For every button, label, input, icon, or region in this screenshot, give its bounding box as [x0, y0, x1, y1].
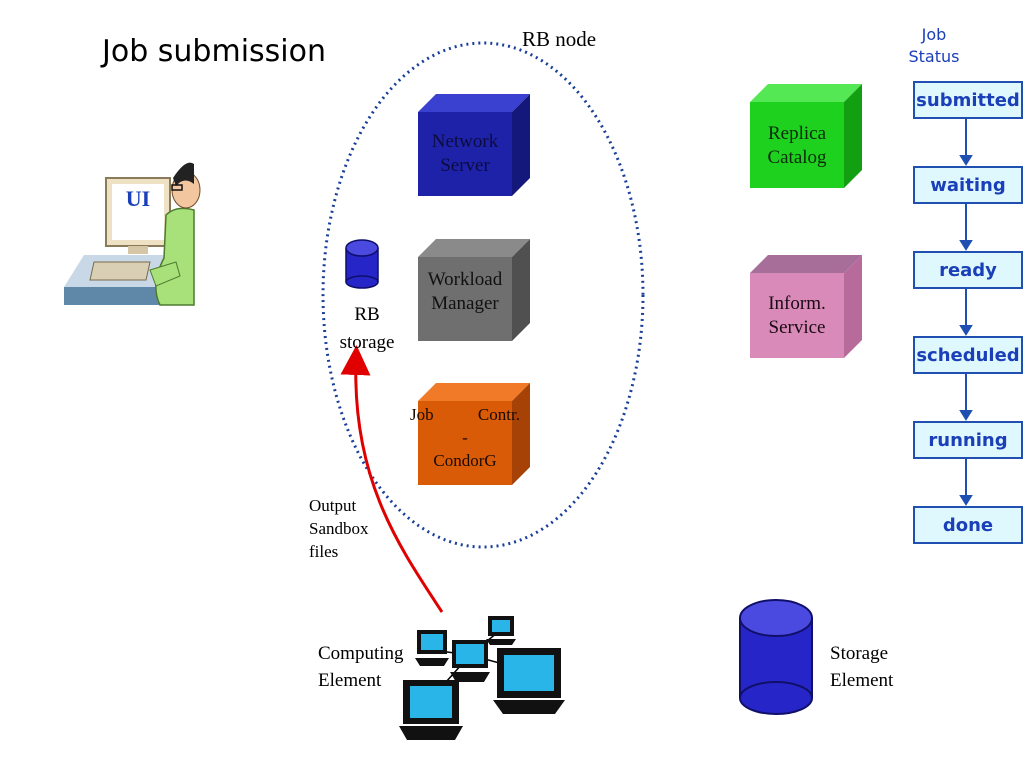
status-submitted[interactable]: submitted [913, 81, 1023, 119]
ui-label: UI [125, 186, 151, 211]
storage-element-label: Storage Element [830, 643, 894, 691]
computer-icon [415, 630, 449, 666]
rb-node-boundary [321, 41, 645, 549]
workload-manager-label: Workload Manager [427, 269, 503, 314]
rb-node-label: RB node [522, 27, 597, 51]
job-controller-cube[interactable] [418, 383, 530, 485]
page-title: Job submission [102, 34, 326, 69]
status-waiting[interactable]: waiting [913, 166, 1023, 204]
status-running[interactable]: running [913, 421, 1023, 459]
monitor-stand [128, 246, 148, 254]
computer-icon [450, 640, 490, 682]
workload-manager-cube[interactable] [418, 239, 530, 341]
network-server-cube[interactable] [418, 94, 530, 196]
status-done[interactable]: done [913, 506, 1023, 544]
output-sandbox-label: Output Sandbox files [309, 496, 369, 561]
rb-storage-cylinder[interactable] [345, 239, 379, 289]
status-ready[interactable]: ready [913, 251, 1023, 289]
glasses-icon [171, 184, 183, 191]
job-controller-label: Job Contr. - CondorG [410, 405, 520, 470]
computer-icon [399, 680, 463, 740]
computing-element-cluster[interactable] [399, 616, 565, 740]
person-arm [149, 261, 181, 287]
computer-icon [486, 616, 516, 645]
status-scheduled[interactable]: scheduled [913, 336, 1023, 374]
replica-catalog-cube[interactable] [750, 84, 862, 188]
network-server-label: Network Server [431, 131, 499, 176]
inform-service-cube[interactable] [750, 255, 862, 358]
status-flow-arrows [959, 119, 973, 506]
rb-storage-label: RB storage [339, 304, 395, 353]
storage-element-cylinder[interactable] [739, 599, 813, 715]
ui-user-illustration[interactable] [64, 162, 201, 306]
person-hair [173, 162, 194, 186]
replica-catalog-label: Replica Catalog [767, 123, 827, 168]
output-sandbox-arrow [340, 345, 444, 613]
computer-icon [493, 648, 565, 714]
inform-service-label: Inform. Service [768, 293, 826, 338]
computing-element-label: Computing Element [318, 643, 404, 691]
job-status-heading: Job Status [908, 25, 960, 66]
keyboard-icon [89, 261, 151, 281]
monitor-screen [112, 184, 164, 240]
